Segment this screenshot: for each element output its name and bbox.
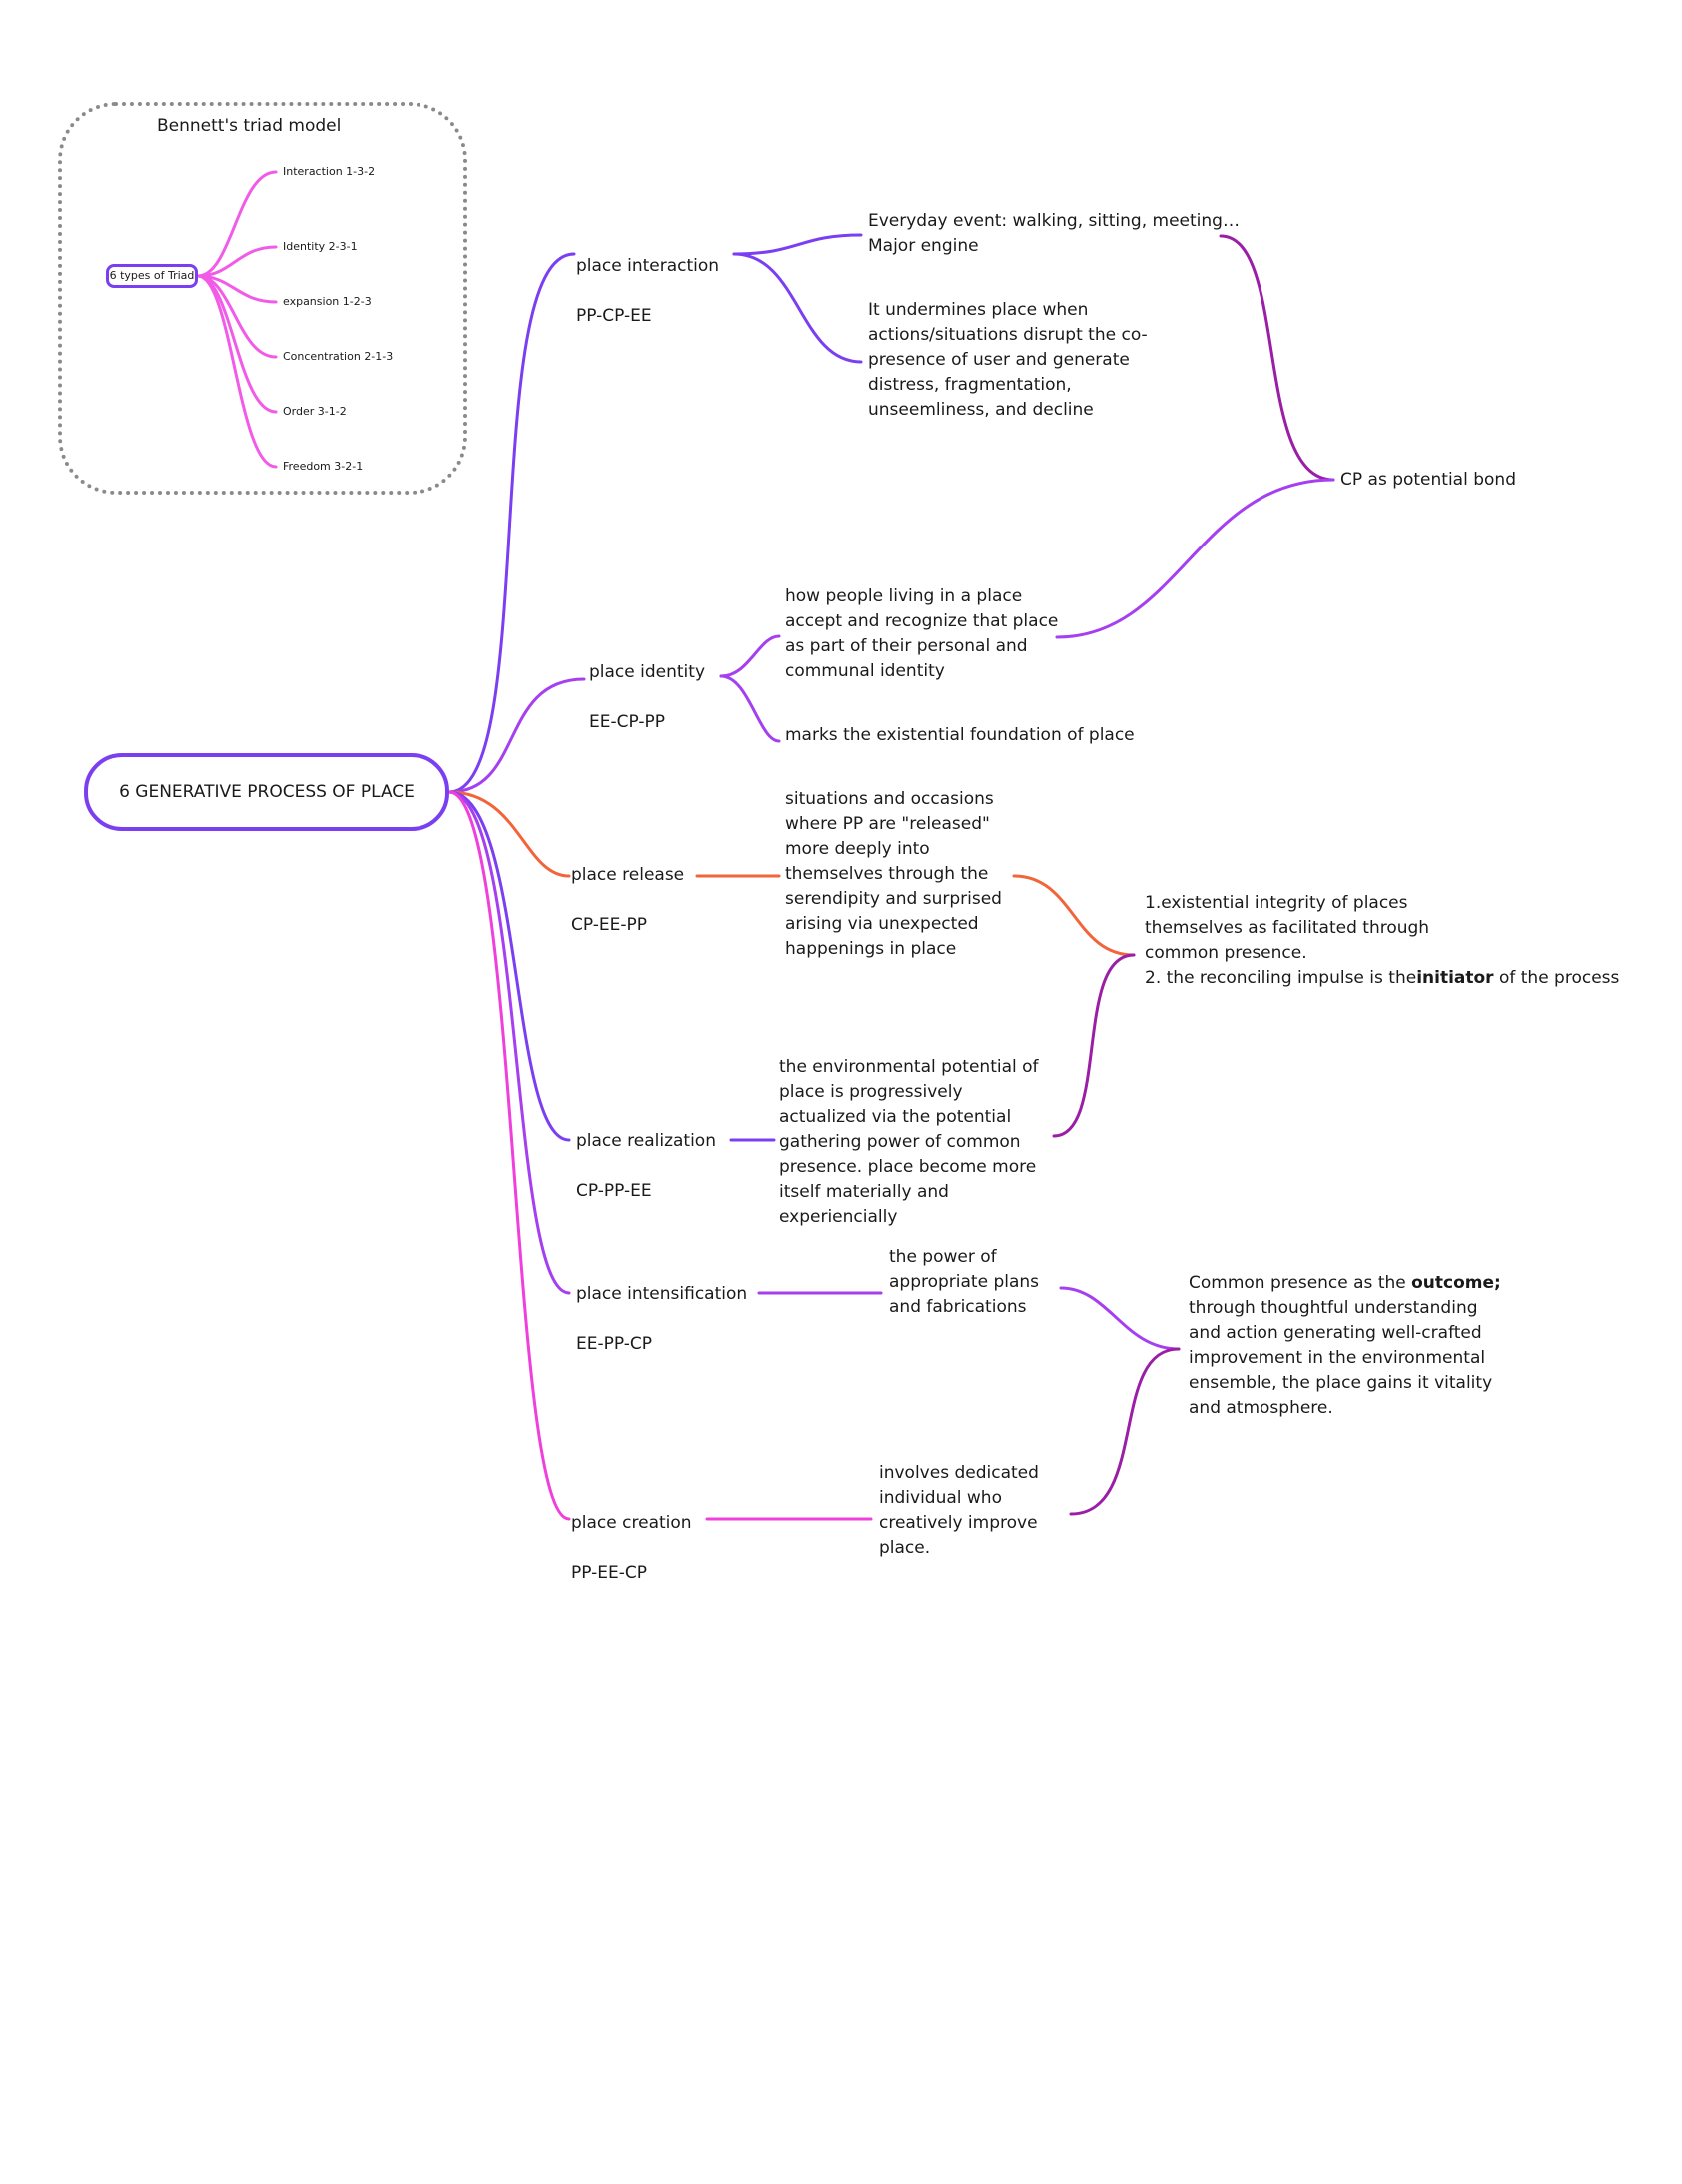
process-code: CP-PP-EE: [576, 1181, 652, 1201]
legend-connector-interaction: [196, 170, 278, 278]
process-name: place creation: [571, 1513, 692, 1533]
connector-root-identity: [447, 677, 586, 794]
summary-outcome[interactable]: Common presence as the outcome; through …: [1189, 1273, 1501, 1418]
process-name: place realization: [576, 1131, 716, 1151]
connector-intensification-to-outcome: [1059, 1286, 1181, 1351]
connector-identity-detail-2: [719, 674, 781, 743]
legend-item-expansion[interactable]: expansion 1-2-3: [283, 295, 372, 308]
process-code: EE-CP-PP: [589, 712, 666, 732]
legend-connector-identity: [196, 245, 278, 278]
connector-root-intensification: [447, 790, 571, 1295]
process-name: place release: [571, 865, 685, 885]
triad-root-node[interactable]: 6 types of Triad: [106, 264, 198, 288]
summary-existential-integrity[interactable]: 1.existential integrity of places themse…: [1145, 893, 1620, 988]
detail-interaction-everyday[interactable]: Everyday event: walking, sitting, meetin…: [868, 211, 1240, 256]
process-creation[interactable]: place creation PP-EE-CP: [571, 1486, 692, 1611]
detail-creation-individual[interactable]: involves dedicated individual who creati…: [879, 1463, 1039, 1558]
legend-item-interaction[interactable]: Interaction 1-3-2: [283, 165, 376, 178]
legend-title: Bennett's triad model: [157, 116, 342, 136]
connector-root-release: [447, 790, 571, 878]
connector-interaction-detail-2: [732, 252, 863, 364]
detail-release-situations[interactable]: situations and occasions where PP are "r…: [785, 789, 1002, 959]
connector-realization-to-integrity: [1052, 953, 1136, 1138]
root-label: 6 GENERATIVE PROCESS OF PLACE: [119, 782, 415, 802]
process-name: place interaction: [576, 256, 720, 276]
integrity-bold: initiator: [1416, 968, 1494, 988]
legend-item-concentration[interactable]: Concentration 2-1-3: [283, 350, 394, 363]
detail-interaction-undermines[interactable]: It undermines place when actions/situati…: [868, 300, 1148, 420]
legend-connector-freedom: [196, 274, 278, 469]
detail-identity-foundation[interactable]: marks the existential foundation of plac…: [785, 725, 1135, 745]
process-code: PP-EE-CP: [571, 1563, 648, 1583]
detail-identity-recognize[interactable]: how people living in a place accept and …: [785, 586, 1059, 681]
process-interaction[interactable]: place interaction PP-CP-EE: [576, 229, 719, 354]
connector-interaction-to-bond: [1219, 234, 1335, 482]
outcome-bold: outcome;: [1411, 1273, 1501, 1293]
legend-item-order[interactable]: Order 3-1-2: [283, 405, 347, 418]
connector-release-to-integrity: [1012, 874, 1136, 957]
process-intensification[interactable]: place intensification EE-PP-CP: [576, 1257, 747, 1382]
detail-realization-potential[interactable]: the environmental potential of place is …: [779, 1057, 1039, 1227]
process-name: place intensification: [576, 1284, 748, 1304]
process-code: CP-EE-PP: [571, 915, 648, 935]
process-code: PP-CP-EE: [576, 306, 652, 326]
connector-creation-to-outcome: [1069, 1347, 1181, 1516]
legend-item-identity[interactable]: Identity 2-3-1: [283, 240, 358, 253]
connector-root-creation: [447, 790, 571, 1521]
process-code: EE-PP-CP: [576, 1334, 653, 1354]
summary-cp-bond[interactable]: CP as potential bond: [1340, 470, 1516, 490]
connector-identity-to-bond: [1055, 478, 1335, 639]
connector-interaction-detail-1: [732, 233, 863, 256]
connector-identity-detail-1: [719, 634, 781, 678]
legend-box: [58, 102, 467, 495]
legend-item-freedom[interactable]: Freedom 3-2-1: [283, 460, 364, 473]
process-name: place identity: [589, 662, 706, 682]
detail-intensification-power[interactable]: the power of appropriate plans and fabri…: [889, 1247, 1040, 1317]
root-node[interactable]: 6 GENERATIVE PROCESS OF PLACE: [84, 753, 449, 831]
process-identity[interactable]: place identity EE-CP-PP: [589, 635, 705, 760]
process-realization[interactable]: place realization CP-PP-EE: [576, 1104, 716, 1229]
connector-root-interaction: [447, 252, 576, 794]
process-release[interactable]: place release CP-EE-PP: [571, 838, 684, 963]
connector-root-realization: [447, 790, 571, 1142]
